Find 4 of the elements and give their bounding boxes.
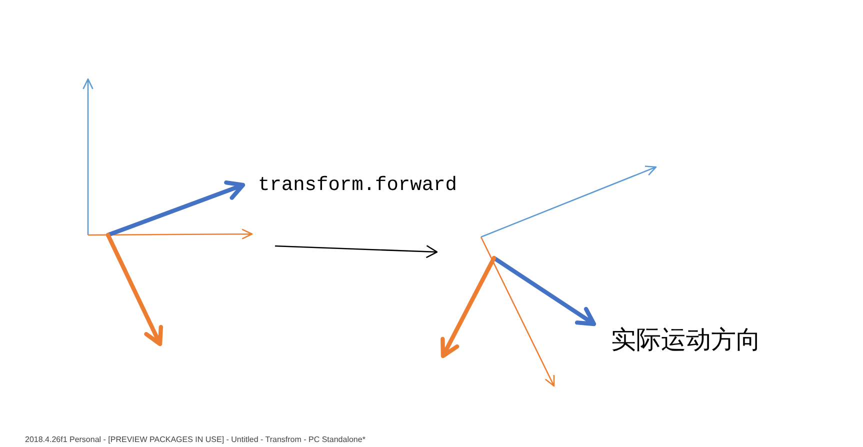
- arrow-label: transform.forward: [258, 176, 457, 196]
- arrow: [274, 244, 438, 258]
- arrow-label: 实际运动方向: [611, 328, 761, 353]
- window-title-text: 2018.4.26f1 Personal - [PREVIEW PACKAGES IN USE] - Untitled - Transfrom - PC Standalone*: [25, 436, 366, 444]
